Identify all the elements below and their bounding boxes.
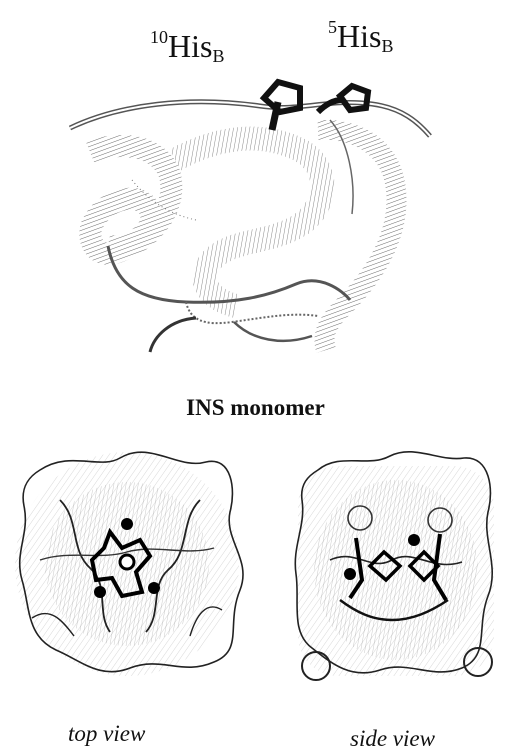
monomer-ribbon (70, 82, 430, 352)
his10b-label: 10HisB (150, 28, 224, 65)
hexamer-side-view (295, 452, 494, 680)
hexamer-top-view (15, 452, 243, 676)
his5b-label: 5HisB (328, 18, 393, 55)
his5-side-chain (318, 86, 368, 112)
ins-monomer-caption: INS monomer (0, 395, 511, 421)
top-view-caption: top view (68, 721, 145, 747)
side-view-caption: side view (350, 726, 435, 752)
